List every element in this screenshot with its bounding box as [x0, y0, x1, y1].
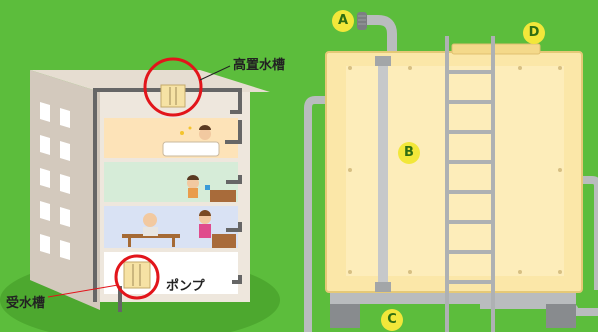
badge-c: C [381, 309, 403, 331]
tank-manhole [451, 43, 541, 55]
tank-base [330, 290, 576, 304]
building-pipe [93, 88, 242, 312]
tank-detail [304, 12, 598, 332]
receiving-tank-highlight-ring [114, 254, 160, 300]
kitchen-counter [210, 190, 236, 202]
elevated-tank-label: 高置水槽 [233, 58, 286, 73]
badge-a: A [332, 10, 354, 32]
building [30, 70, 270, 312]
left-side-pipe [304, 96, 330, 332]
vent-pipe [365, 15, 397, 60]
tank-bolts [348, 66, 562, 274]
building-windows [40, 102, 70, 260]
elevated-tank-icon [160, 84, 186, 108]
elevated-tank-leader-line [199, 65, 231, 81]
elevated-tank-highlight-ring [143, 57, 203, 117]
badge-b: B [398, 142, 420, 164]
bathtub [162, 141, 220, 157]
receiving-tank-leader-line [47, 284, 119, 298]
badge-d: D [523, 22, 545, 44]
pump-label: ポンプ [166, 279, 205, 294]
bottom-outlet-pipe [480, 301, 598, 316]
tank-ladder [445, 36, 495, 332]
receiving-tank-icon [123, 261, 151, 289]
receiving-tank-label: 受水槽 [6, 296, 46, 311]
vent-cap [357, 12, 367, 30]
internal-pipe [378, 60, 388, 286]
